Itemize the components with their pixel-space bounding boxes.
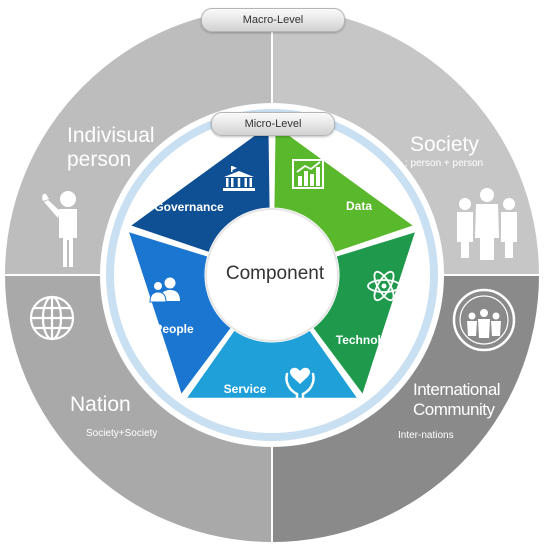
bar-chart-icon [292, 159, 324, 189]
hands-heart-icon [285, 367, 315, 400]
international-subtitle: Inter-nations [398, 430, 454, 441]
macro-level-pill: Macro-Level [201, 8, 345, 32]
international-title-line1: International [413, 380, 501, 399]
center-circle [205, 208, 339, 342]
center-label: Component [225, 263, 325, 284]
micro-level-label: Micro-Level [244, 118, 302, 130]
segment-label-data: Data [345, 199, 373, 213]
individual-title-line2: person [67, 148, 132, 171]
segment-label-service: Service [223, 382, 267, 396]
government-building-icon [223, 166, 255, 191]
world-people-icon [452, 288, 516, 352]
globe-icon [29, 295, 75, 341]
society-title: Society [410, 133, 479, 156]
nation-subtitle: Society+Society [86, 428, 158, 439]
people-icon [149, 277, 180, 303]
segment-label-people: People [154, 322, 194, 336]
international-title-line2: Community [413, 400, 495, 419]
standing-person-icon [42, 191, 77, 267]
macro-level-label: Macro-Level [242, 14, 304, 26]
society-subtitle: : person + person [405, 158, 484, 169]
atom-icon [367, 270, 401, 302]
segment-label-technology: Technology [335, 333, 403, 347]
group-people-icon [457, 188, 517, 260]
international-title: International Community [413, 380, 501, 420]
individual-title: Indivisual person [67, 124, 155, 172]
individual-title-line1: Indivisual [67, 124, 155, 147]
nation-title: Nation [70, 393, 131, 416]
segment-label-governance: Governance [154, 200, 224, 214]
micro-level-pill: Micro-Level [211, 112, 335, 136]
